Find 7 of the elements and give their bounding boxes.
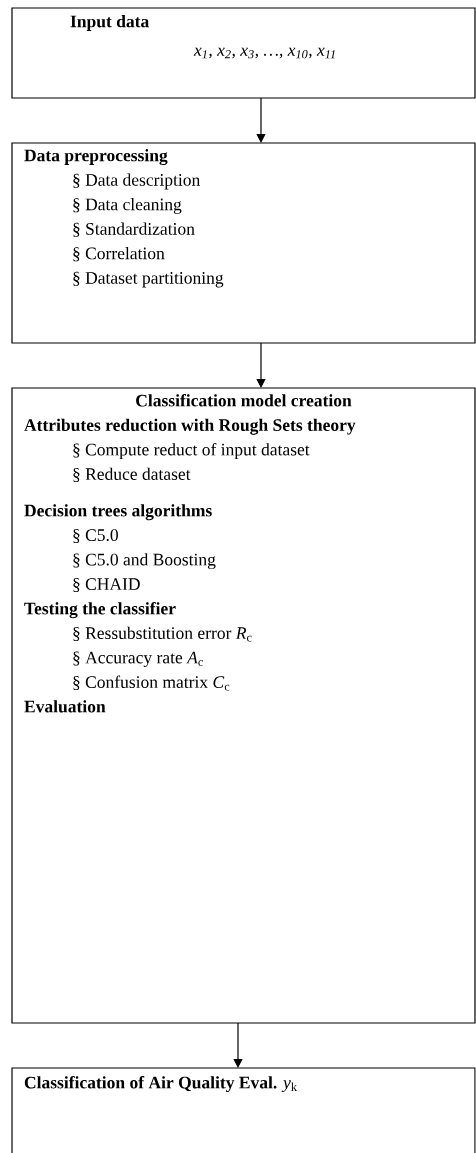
arrow bbox=[233, 1022, 243, 1068]
process-box: Classification model creation Attributes reduction with Rough Sets theory § Compute reduct of input dataset § Reduce dataset Decision trees algorithms § C5.0 § C5.0 and Boosting § CHAID Testing the classifier § Ressubstitution error R$_{c}$ § Accuracy rate A$_{c}$ § Confusion matrix C$_{c}$ Evaluation bbox=[11, 387, 476, 1024]
arrow bbox=[256, 342, 266, 388]
process-box: Data preprocessing § Data description § Data cleaning § Standardization § Correlation § Dataset partitioning bbox=[11, 142, 476, 344]
arrow bbox=[256, 97, 266, 143]
process-box: Input data x$_{1}$, x$_{2}$, x$_{3}$, …, x$_{10}$, x$_{11}$ bbox=[11, 7, 476, 99]
process-box: Classification of Air Quality Eval. y$_{k}$ bbox=[11, 1067, 476, 1153]
